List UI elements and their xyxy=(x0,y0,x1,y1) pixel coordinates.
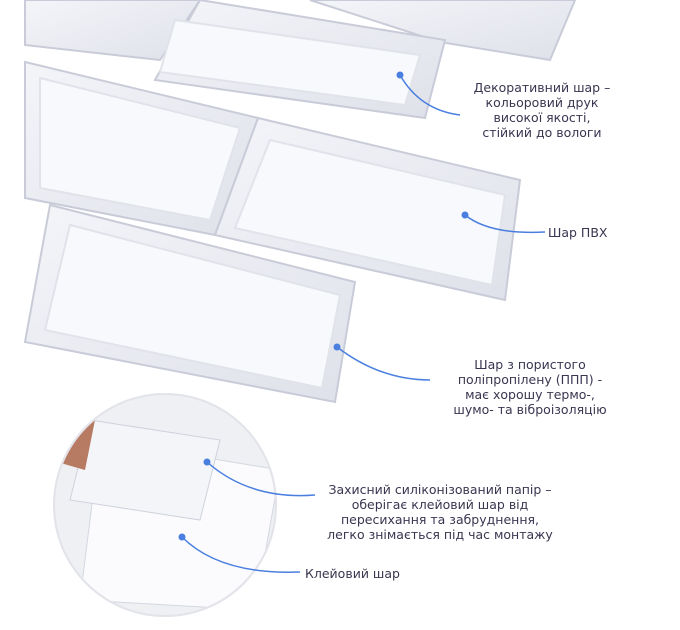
label-pvc-layer: Шар ПВХ xyxy=(548,225,607,240)
label-line: поліпропілену (ППП) - xyxy=(457,372,603,387)
label-line: Декоративний шар – xyxy=(473,80,611,95)
label-line: Захисний силіконізований папір – xyxy=(328,482,552,497)
tile xyxy=(24,0,202,62)
label-line: легко знімається під час монтажу xyxy=(327,527,553,542)
label-ppp-layer: Шар з пористого поліпропілену (ППП) - ма… xyxy=(440,357,620,417)
label-line: шумо- та віброізоляцію xyxy=(453,402,607,417)
label-glue-layer: Клейовий шар xyxy=(305,566,400,581)
detail-circle xyxy=(53,393,277,617)
label-line: високої якості, xyxy=(493,110,591,125)
label-line: має хорошу термо-, xyxy=(465,387,595,402)
label-protective-paper: Захисний силіконізований папір – оберіга… xyxy=(320,482,560,542)
tile xyxy=(309,0,577,62)
label-line: пересихання та забруднення, xyxy=(341,512,539,527)
label-line: стійкий до вологи xyxy=(482,125,602,140)
callout-dots xyxy=(178,71,469,541)
callout-lines xyxy=(181,74,546,573)
label-decorative-layer: Декоративний шар – кольоровий друк висок… xyxy=(462,80,622,140)
label-line: Шар з пористого xyxy=(474,357,586,372)
label-line: оберігає клейовий шар від xyxy=(351,497,529,512)
label-line: Клейовий шар xyxy=(305,566,400,581)
label-line: кольоровий друк xyxy=(485,95,599,110)
label-line: Шар ПВХ xyxy=(548,225,608,240)
tiles xyxy=(23,0,577,404)
